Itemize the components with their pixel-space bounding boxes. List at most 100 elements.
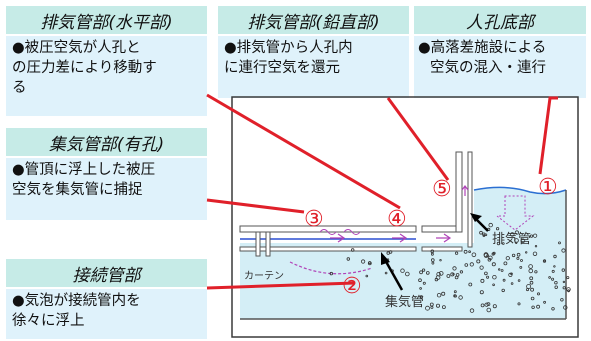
air-bubble (458, 295, 463, 300)
pointer-arrow-head (381, 252, 390, 265)
marker-3: ③ (304, 207, 324, 232)
air-bubble (452, 266, 457, 271)
leader-line (206, 93, 401, 210)
air-bubble (479, 265, 484, 270)
air-bubble (329, 271, 333, 276)
water-manhole (474, 187, 566, 319)
curtain-post (265, 231, 271, 257)
air-bubble (400, 268, 405, 273)
air-bubble (491, 262, 496, 267)
air-bubble (517, 279, 521, 282)
panel-exhaust-vertical-text: ●排気管から人孔内 に連行空気を還元 (218, 36, 409, 98)
air-bubble (562, 286, 566, 290)
air-bubble (528, 268, 534, 274)
pointer-arrow-head (470, 213, 482, 222)
air-bubble (430, 258, 435, 262)
air-bubble (534, 244, 538, 248)
collector-pipe-bottom (239, 246, 417, 252)
pointer-arrow (382, 257, 404, 291)
air-bubble (446, 274, 451, 278)
air-bubble (453, 294, 457, 298)
air-bubble (384, 271, 388, 275)
air-bubble (360, 259, 366, 264)
air-bubble (510, 272, 513, 276)
air-bubble (425, 305, 430, 311)
leader-line (206, 198, 305, 214)
air-bubble (505, 256, 510, 261)
air-bubble (551, 307, 555, 311)
label-collector-pipe: 集気管 (385, 294, 424, 310)
air-bubble (528, 264, 533, 269)
air-bubble (388, 250, 393, 254)
marker-5: ⑤ (432, 177, 452, 202)
air-bubble (510, 232, 515, 237)
panel-manhole-bottom-text: ●高落差施設による 空気の混入・連行 (414, 36, 586, 98)
marker-4: ④ (387, 207, 407, 232)
text-line: 徐々に浮上 (12, 313, 85, 329)
air-bubble (561, 248, 566, 253)
leader-line (206, 281, 356, 290)
curtain-post (255, 231, 261, 257)
air-bubble (530, 287, 534, 292)
air-bubble (520, 259, 523, 262)
exhaust-horizontal-lower (421, 246, 463, 252)
air-bubble (484, 271, 488, 276)
air-bubble (441, 291, 446, 296)
air-bubble (502, 278, 506, 282)
leader-line (538, 96, 558, 175)
air-bubble (351, 248, 355, 252)
air-bubble (486, 307, 492, 313)
flow-arrow (392, 233, 408, 243)
water-surface (473, 186, 567, 195)
air-bubble (534, 270, 538, 274)
panel-collector-text: ●管頂に浮上した被圧 空気を集気管に捕捉 (6, 158, 207, 220)
air-bubble (516, 252, 521, 257)
air-bubble (532, 233, 538, 238)
air-bubble (520, 238, 526, 244)
air-bubble (471, 252, 477, 258)
air-bubble (530, 296, 535, 301)
text-line: ●排気管から人孔内 (224, 40, 353, 56)
air-bubble (365, 274, 369, 278)
air-bubble (500, 269, 504, 272)
air-bubble (486, 275, 490, 279)
air-bubble (536, 304, 540, 309)
air-bubble (526, 284, 531, 289)
water-mid (422, 243, 474, 319)
air-bubble (438, 271, 444, 276)
air-bubble (495, 227, 500, 231)
panel-exhaust-horizontal-title: 排気管部(水平部) (6, 6, 207, 34)
air-bubble (543, 300, 546, 304)
air-bubble (501, 288, 505, 293)
text-line: ●気泡が接続管内を (12, 293, 141, 309)
air-bubble (492, 283, 495, 287)
text-line: に連行空気を還元 (224, 60, 340, 76)
air-bubble (529, 280, 534, 285)
air-bubble (532, 251, 538, 256)
air-bubble (487, 257, 492, 262)
air-bubble (483, 252, 489, 258)
air-bubble (459, 270, 463, 274)
air-bubble (566, 276, 570, 280)
air-bubble (551, 269, 555, 273)
air-bubble (367, 261, 372, 266)
panel-exhaust-vertical-title: 排気管部(鉛直部) (218, 6, 409, 34)
air-bubble (484, 233, 488, 237)
air-bubble (548, 276, 551, 279)
text-line: の圧力差により移動す (12, 60, 157, 76)
air-bubble (491, 252, 495, 256)
air-bubble (551, 277, 555, 281)
text-line: ●高落差施設による (418, 40, 547, 56)
flow-up-arrow (461, 185, 469, 196)
structure-outline (231, 96, 579, 338)
air-bubble (554, 285, 558, 289)
air-bubble (463, 249, 468, 254)
air-bubble (453, 290, 457, 294)
air-bubble (492, 275, 497, 280)
exhaust-vertical-outer (455, 151, 463, 233)
air-bubble (553, 265, 556, 268)
air-bubble (484, 302, 489, 307)
flow-arrow (330, 233, 346, 243)
air-bubble (419, 295, 423, 299)
